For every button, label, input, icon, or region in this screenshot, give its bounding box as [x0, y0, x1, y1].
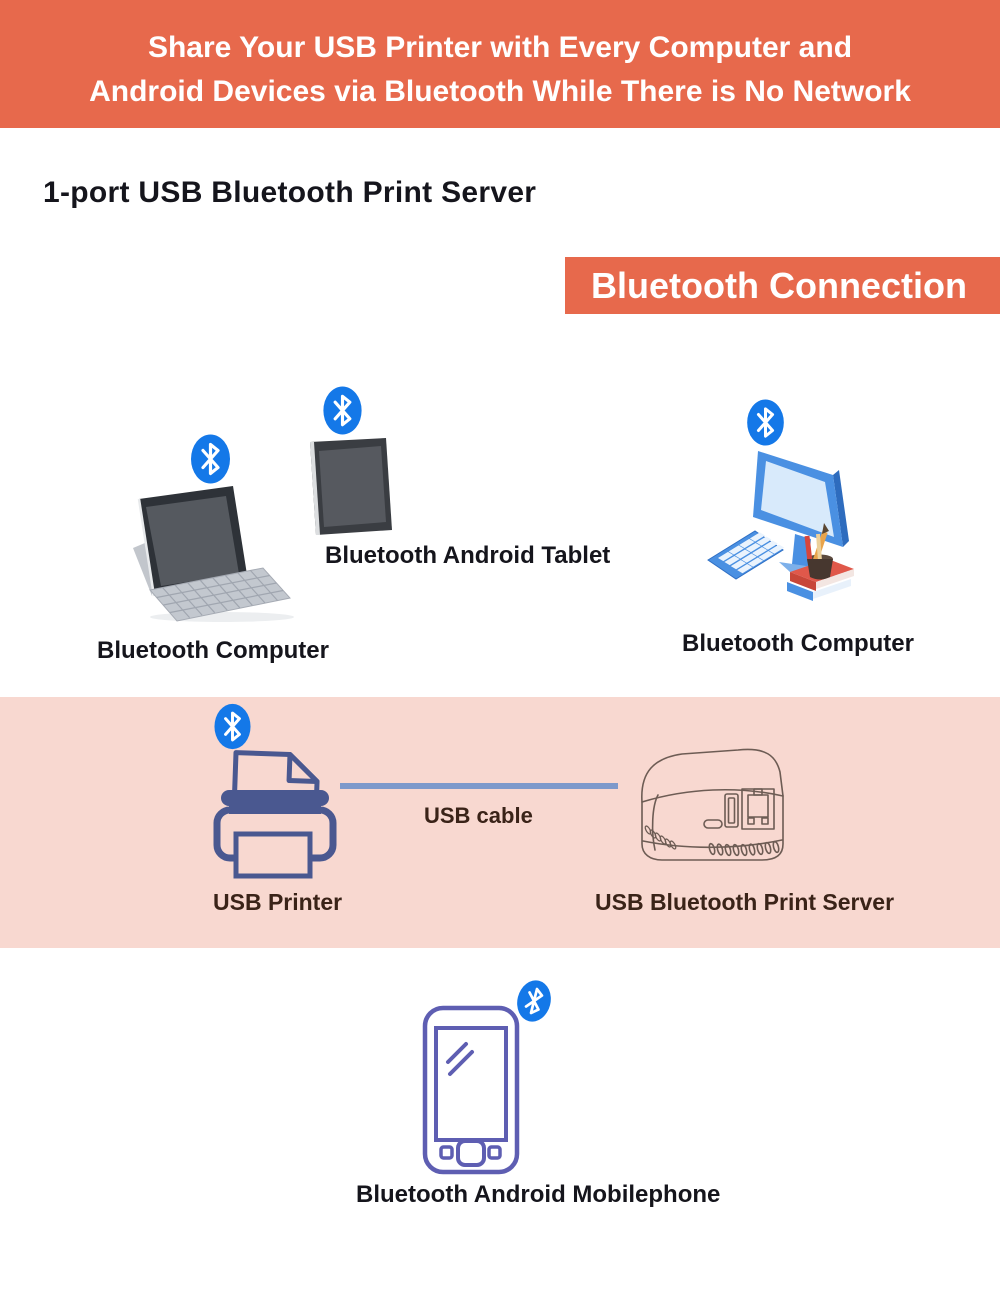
desktop-computer-image [707, 451, 854, 601]
keyboard [707, 530, 785, 580]
bluetooth-icon [745, 397, 786, 448]
books [787, 559, 854, 601]
pencil-cup [804, 523, 833, 580]
android-phone-icon [422, 1005, 520, 1175]
android-tablet-image [310, 438, 392, 535]
mobilephone-label: Bluetooth Android Mobilephone [356, 1181, 721, 1208]
bluetooth-tablet-keyboard-image [133, 486, 294, 622]
banner: Share Your USB Printer with Every Comput… [0, 0, 1000, 128]
keyboard-keys [156, 569, 284, 619]
printer-icon [213, 750, 337, 879]
print-server-label: USB Bluetooth Print Server [595, 889, 895, 915]
page-title: 1-port USB Bluetooth Print Server [43, 176, 537, 209]
device-label-tablet: Bluetooth Android Tablet [325, 542, 611, 569]
banner-line-2: Android Devices via Bluetooth While Ther… [89, 75, 911, 108]
printer-label: USB Printer [213, 889, 343, 915]
banner-line-1: Share Your USB Printer with Every Comput… [147, 31, 853, 64]
connection-band-background [0, 697, 1000, 948]
device-label-computer-right: Bluetooth Computer [682, 630, 914, 657]
connection-banner: Bluetooth Connection [565, 257, 1000, 314]
bluetooth-icon [212, 702, 253, 751]
usb-cable-line [340, 783, 618, 789]
bluetooth-icon [189, 432, 232, 486]
connection-banner-label: Bluetooth Connection [591, 265, 967, 306]
print-server-icon [641, 748, 784, 861]
usb-cable-label: USB cable [424, 803, 533, 828]
bluetooth-icon [321, 384, 364, 437]
device-label-computer-left: Bluetooth Computer [97, 637, 329, 664]
